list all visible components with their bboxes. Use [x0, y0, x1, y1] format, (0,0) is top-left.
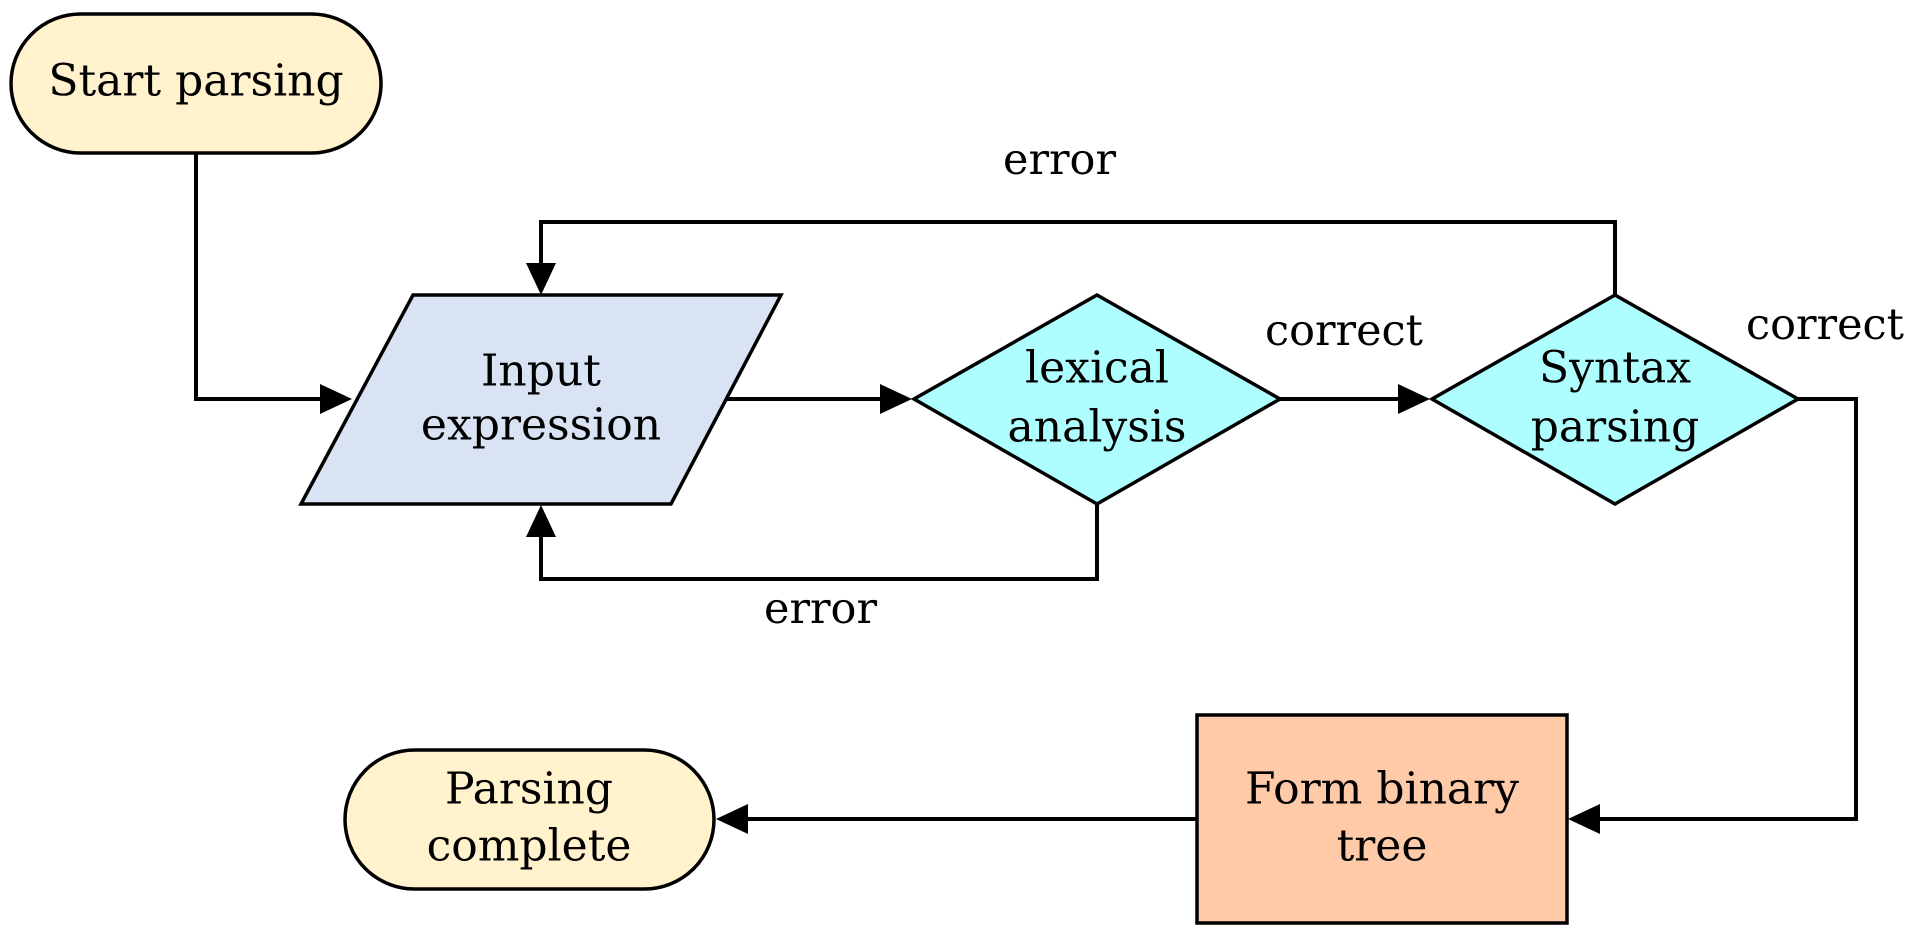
edge-label-lexical-to-syntax: correct [1265, 306, 1423, 356]
terminator-shape [9, 12, 383, 155]
node-label-line-1: lexical [1025, 343, 1169, 394]
edge-start-to-input [194, 152, 330, 401]
node-syntax-parsing: Syntax parsing [1428, 292, 1802, 507]
diamond-shape [910, 292, 1284, 507]
node-lexical-analysis: lexical analysis [910, 292, 1284, 507]
node-label-line-1: Syntax [1539, 343, 1691, 394]
parallelogram-shape [298, 293, 784, 506]
edge-syntax-error [539, 220, 1617, 295]
edge-label-syntax-to-tree: correct [1746, 300, 1904, 350]
node-label-line-2: tree [1337, 821, 1428, 872]
edge-syntax-to-tree [1590, 397, 1858, 821]
edge-lexical-to-syntax-arrowhead [1398, 384, 1430, 414]
edge-syntax-error-arrowhead [526, 263, 556, 295]
node-label-line-2: expression [421, 400, 661, 451]
node-label-line-1: Form binary [1245, 764, 1519, 815]
terminator-shape [343, 748, 716, 891]
diamond-shape [1428, 292, 1802, 507]
node-parsing-complete: Parsing complete [343, 748, 716, 891]
edge-lexical-error [539, 504, 1099, 581]
node-label-line-1: Input [481, 346, 601, 397]
node-form-binary-tree: Form binary tree [1195, 713, 1569, 925]
node-label-line-2: analysis [1008, 402, 1187, 453]
edge-input-to-lexical-arrowhead [880, 384, 912, 414]
node-start-parsing: Start parsing [9, 12, 383, 155]
node-label-line-2: parsing [1531, 402, 1700, 453]
process-shape [1195, 713, 1569, 925]
node-input-expression: Input expression [298, 293, 784, 506]
node-label-line-1: Parsing [445, 764, 613, 815]
node-label-line-2: complete [427, 821, 632, 872]
edge-label-syntax-error: error [1003, 135, 1116, 185]
edge-start-to-input-arrowhead [320, 384, 352, 414]
edge-lexical-error-arrowhead [526, 505, 556, 537]
edge-syntax-to-tree-arrowhead [1568, 804, 1600, 834]
node-label: Start parsing [48, 56, 343, 107]
edge-label-lexical-error: error [764, 584, 877, 634]
edge-tree-to-complete-arrowhead [716, 804, 748, 834]
